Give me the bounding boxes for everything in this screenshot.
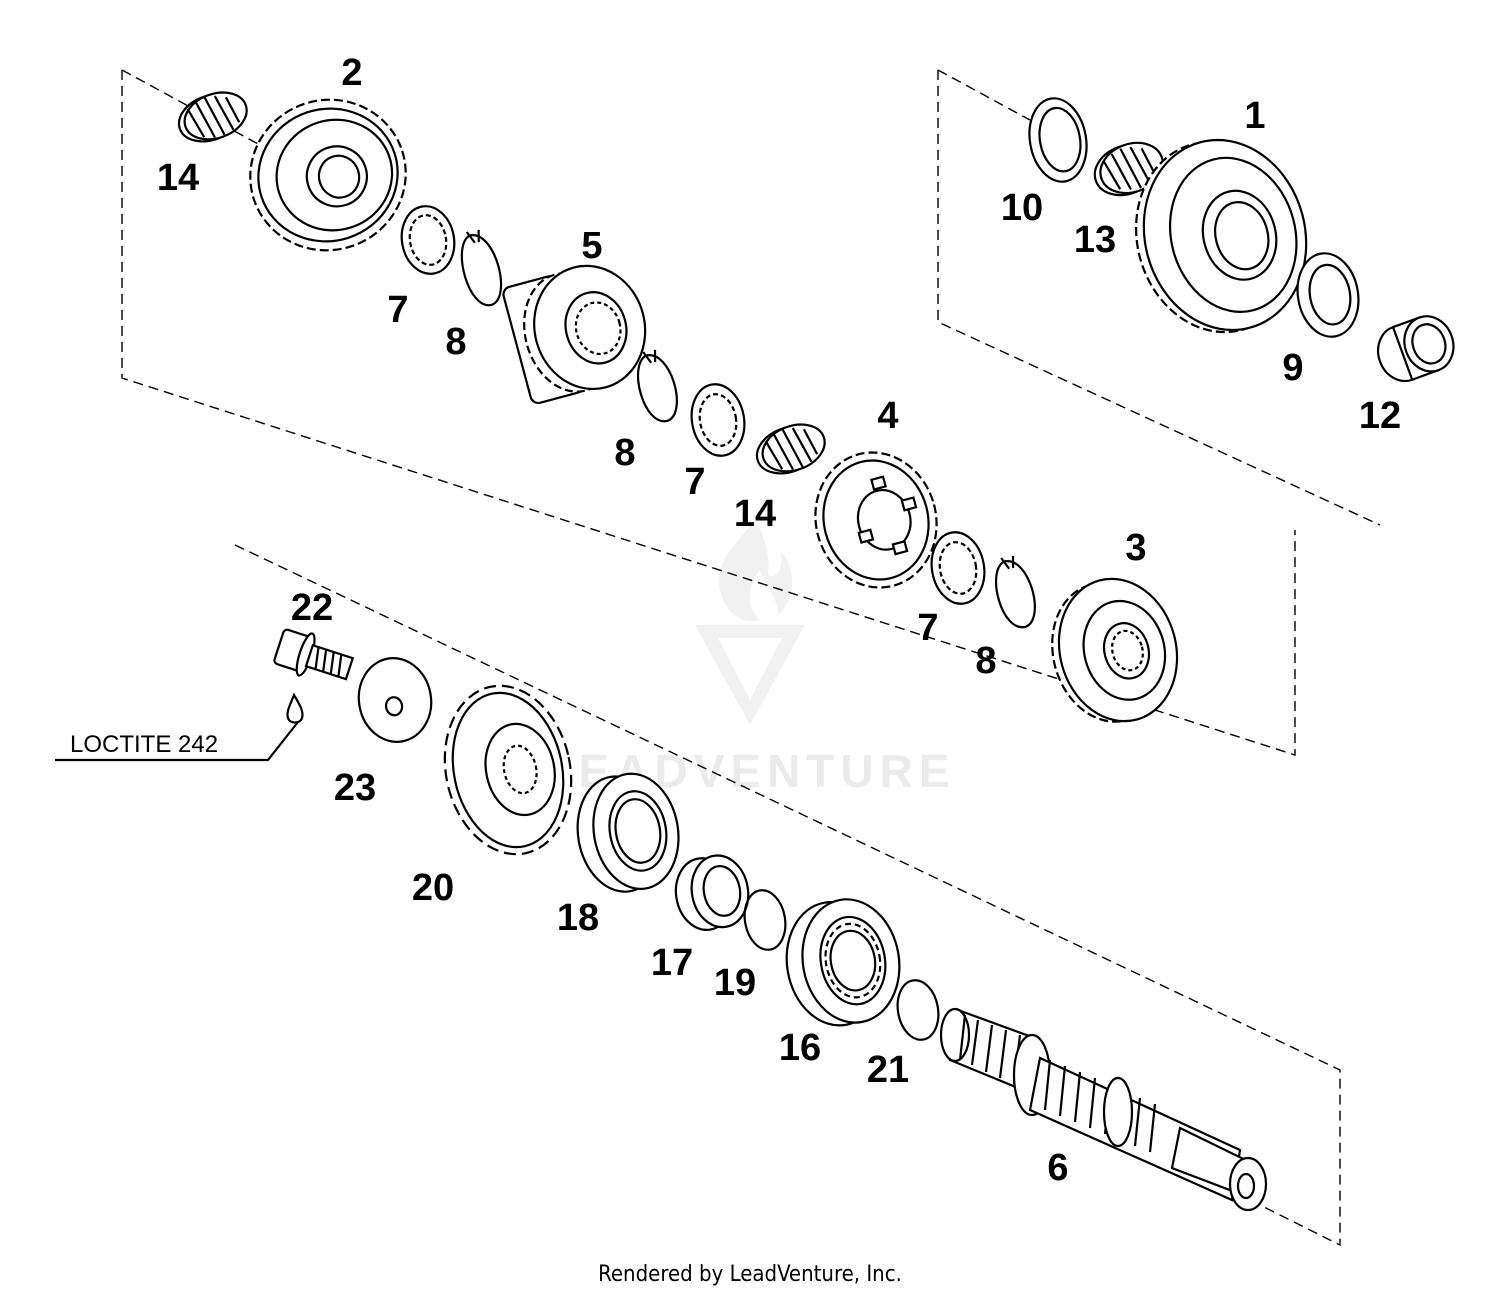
splined-washer-7-b xyxy=(690,383,746,457)
gear-2 xyxy=(249,98,407,252)
callout-12: 12 xyxy=(1359,395,1401,437)
circlip-8-a xyxy=(460,229,503,306)
callout-1: 1 xyxy=(1244,95,1265,137)
loctite-drop-icon xyxy=(286,692,304,724)
callout-8-lower: 8 xyxy=(975,640,996,682)
callout-8-middle: 8 xyxy=(614,432,635,474)
gear-4 xyxy=(814,451,938,589)
callout-7-lower: 7 xyxy=(917,607,938,649)
o-ring-21 xyxy=(896,979,940,1041)
thrust-washer-10 xyxy=(1028,97,1088,183)
assembly-outline-upper xyxy=(121,69,1296,756)
gear-1 xyxy=(1135,138,1308,334)
loctite-leader-line xyxy=(55,721,299,762)
callout-10: 10 xyxy=(1001,187,1043,229)
thrust-washer-9 xyxy=(1296,252,1360,338)
callout-4: 4 xyxy=(877,395,898,437)
callout-18: 18 xyxy=(557,897,599,939)
callout-14-lower: 14 xyxy=(734,493,776,535)
callout-16: 16 xyxy=(779,1027,821,1069)
callout-6: 6 xyxy=(1047,1147,1068,1189)
callout-23: 23 xyxy=(334,767,376,809)
needle-bearing-14-lower xyxy=(755,423,826,475)
countershaft-6 xyxy=(939,1007,1268,1212)
callout-19: 19 xyxy=(714,962,756,1004)
callout-9: 9 xyxy=(1282,347,1303,389)
callout-3: 3 xyxy=(1125,527,1146,569)
assembly-outline-gear-1 xyxy=(937,69,1381,526)
circlip-8-c xyxy=(994,555,1036,629)
splined-washer-7-c xyxy=(930,531,986,605)
callout-17: 17 xyxy=(651,942,693,984)
shaft-seal-18 xyxy=(576,772,680,893)
callout-13: 13 xyxy=(1074,219,1116,261)
callout-7-upper: 7 xyxy=(387,289,408,331)
callout-14-upper: 14 xyxy=(157,157,199,199)
assembly-outline-shaft xyxy=(234,544,1341,1247)
sprocket-20 xyxy=(443,684,573,856)
callout-22: 22 xyxy=(291,587,333,629)
splined-washer-7-a xyxy=(400,205,456,275)
washer-23 xyxy=(357,657,433,743)
callout-21: 21 xyxy=(867,1049,909,1091)
gear-5 xyxy=(502,264,647,405)
callout-2: 2 xyxy=(341,52,362,94)
loctite-note: LOCTITE 242 xyxy=(70,731,218,758)
leadventure-watermark-logo xyxy=(695,520,805,725)
callout-8-upper: 8 xyxy=(445,321,466,363)
callout-7-middle: 7 xyxy=(684,461,705,503)
gear-3 xyxy=(1051,577,1179,723)
circlip-8-b xyxy=(636,349,678,423)
callout-20: 20 xyxy=(412,867,454,909)
o-ring-19 xyxy=(743,889,787,951)
needle-bearing-12 xyxy=(1377,315,1455,383)
ball-bearing-16 xyxy=(785,898,901,1027)
render-credit: Rendered by LeadVenture, Inc. xyxy=(598,1262,902,1287)
callout-5: 5 xyxy=(581,225,602,267)
needle-bearing-14-upper xyxy=(177,91,248,143)
spacer-bushing-17 xyxy=(674,854,750,931)
flange-bolt-22 xyxy=(273,628,355,681)
